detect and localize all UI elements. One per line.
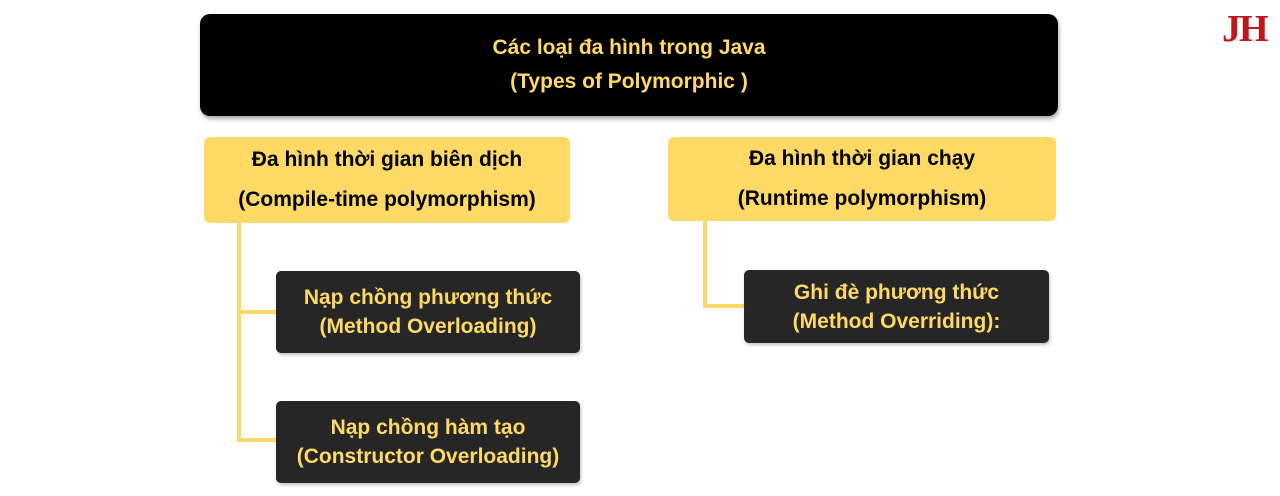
jh-logo: JH bbox=[1222, 8, 1269, 50]
category-subtitle: (Compile-time polymorphism) bbox=[238, 188, 536, 211]
root-node: Các loại đa hình trong Java (Types of Po… bbox=[200, 14, 1058, 116]
leaf-title: Nạp chồng hàm tạo bbox=[330, 416, 526, 439]
leaf-subtitle: (Constructor Overloading) bbox=[296, 445, 560, 468]
connector-vertical-right bbox=[703, 221, 707, 308]
category-subtitle: (Runtime polymorphism) bbox=[737, 187, 987, 210]
connector-branch-method-overloading bbox=[237, 310, 276, 314]
connector-branch-constructor-overloading bbox=[237, 438, 276, 442]
leaf-subtitle: (Method Overloading) bbox=[319, 315, 537, 338]
leaf-constructor-overloading: Nạp chồng hàm tạo (Constructor Overloadi… bbox=[276, 401, 580, 483]
connector-vertical-left bbox=[237, 223, 241, 442]
root-subtitle: (Types of Polymorphic ) bbox=[510, 70, 748, 93]
category-title: Đa hình thời gian biên dịch bbox=[251, 148, 523, 171]
connector-branch-method-overriding bbox=[703, 304, 744, 308]
category-compile-time: Đa hình thời gian biên dịch (Compile-tim… bbox=[204, 137, 570, 223]
leaf-title: Ghi đè phương thức bbox=[793, 280, 1000, 304]
leaf-subtitle: (Method Overriding): bbox=[792, 309, 1001, 333]
leaf-method-overriding: Ghi đè phương thức (Method Overriding): bbox=[744, 270, 1049, 343]
category-title: Đa hình thời gian chạy bbox=[748, 147, 976, 170]
leaf-title: Nạp chồng phương thức bbox=[303, 286, 553, 309]
root-title: Các loại đa hình trong Java bbox=[492, 36, 766, 59]
category-runtime: Đa hình thời gian chạy (Runtime polymorp… bbox=[668, 137, 1056, 221]
leaf-method-overloading: Nạp chồng phương thức (Method Overloadin… bbox=[276, 271, 580, 353]
